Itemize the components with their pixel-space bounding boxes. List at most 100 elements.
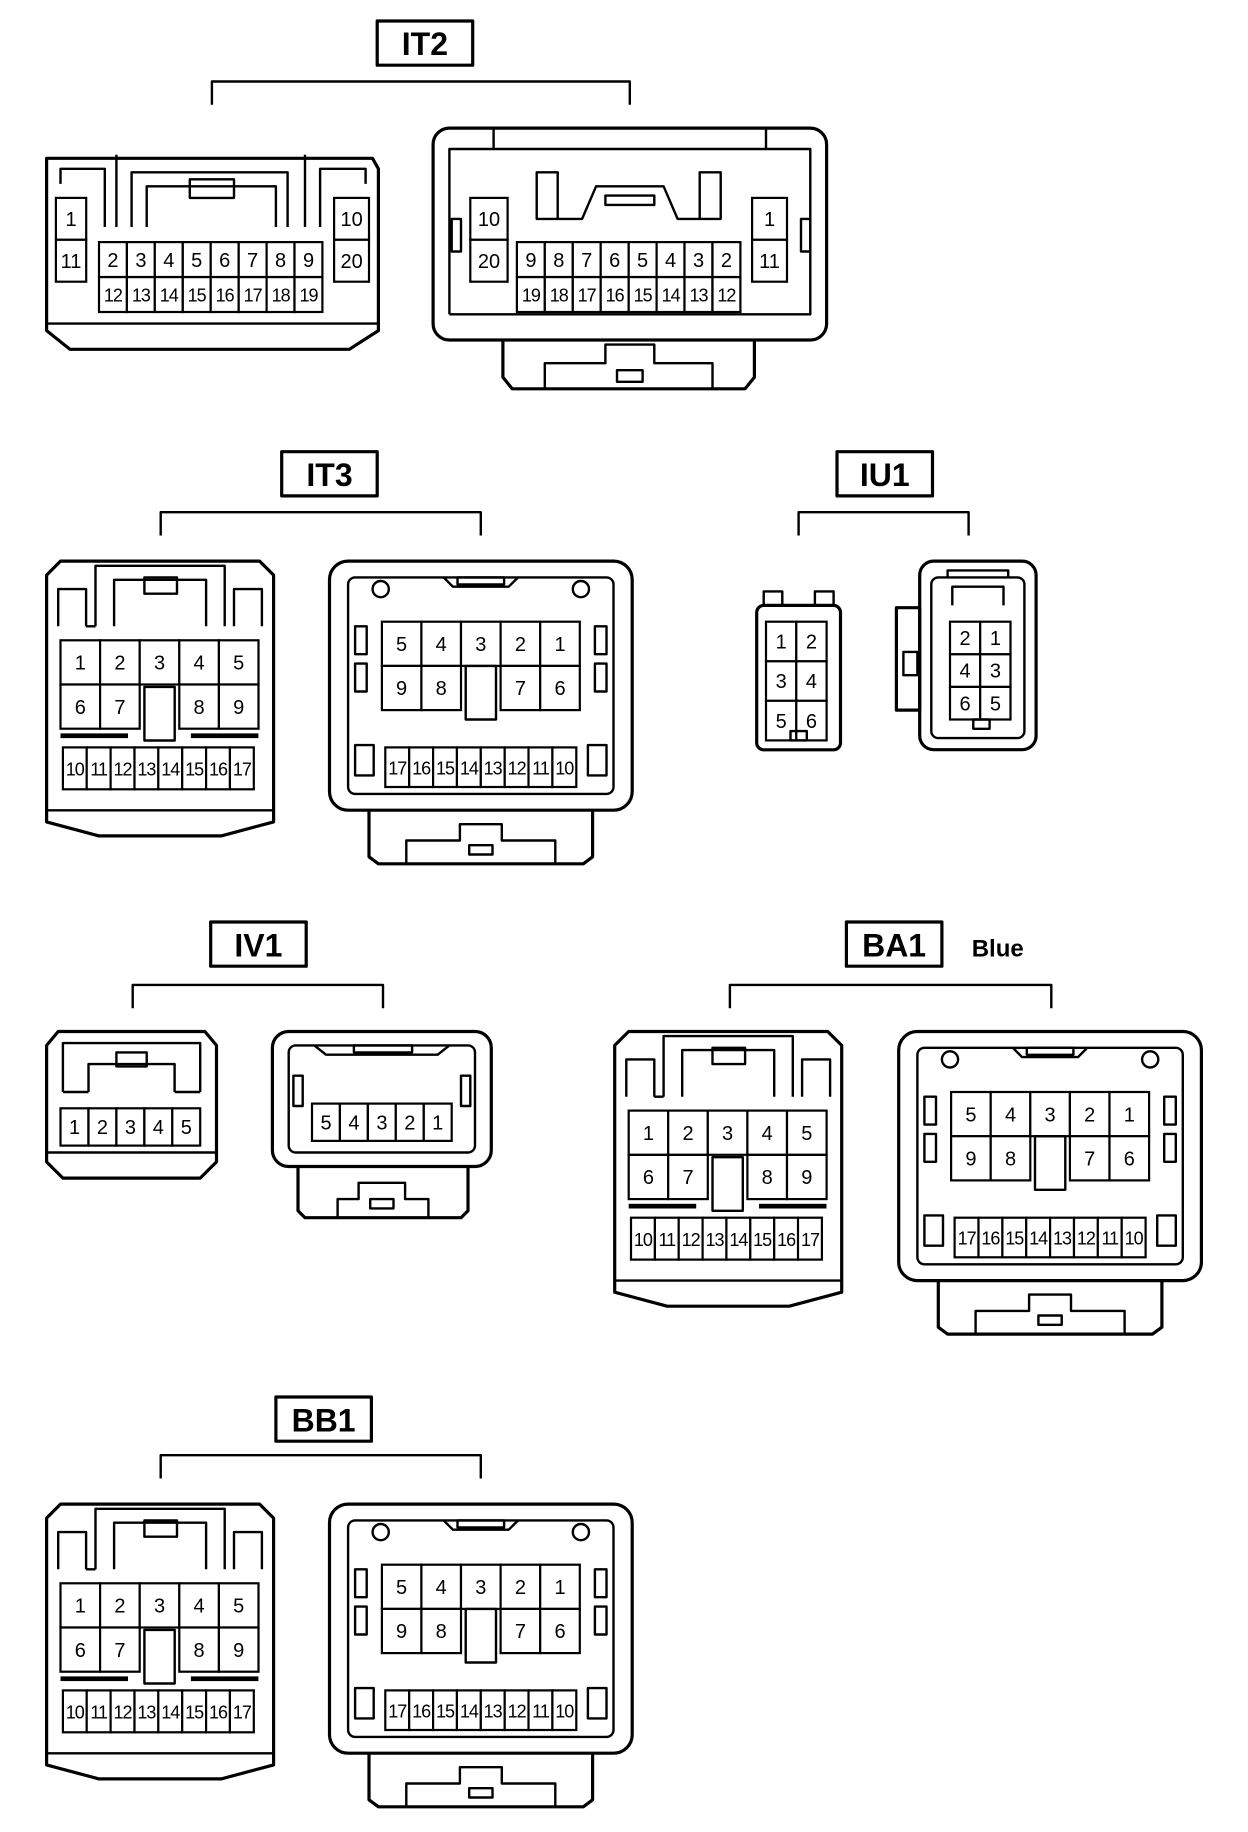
pin-number: 4 xyxy=(436,634,447,656)
connector-housing xyxy=(327,559,634,812)
pin-cavity xyxy=(1108,1090,1151,1138)
key-rib xyxy=(923,1214,945,1247)
pin-number: 9 xyxy=(303,250,314,272)
lock-tab xyxy=(143,1519,179,1538)
pin-number: 13 xyxy=(137,1703,156,1723)
pin-number: 15 xyxy=(753,1230,772,1250)
pin-cavity xyxy=(420,1607,463,1655)
pin-number: 3 xyxy=(693,250,704,272)
pin-number: 3 xyxy=(135,250,146,272)
housing-rib xyxy=(800,1058,832,1097)
connector-housing xyxy=(327,1502,634,1755)
pin-number: 8 xyxy=(553,250,564,272)
guide-slot xyxy=(698,171,722,221)
pin-number: 19 xyxy=(522,286,541,306)
key-rib xyxy=(1155,1214,1177,1247)
polarizing-key xyxy=(711,1155,744,1212)
pin-number: 16 xyxy=(216,286,235,306)
housing-rib xyxy=(625,1058,656,1097)
pin-number: 14 xyxy=(1029,1229,1048,1249)
pin-cavity xyxy=(228,1689,255,1734)
polarizing-key xyxy=(143,1628,176,1685)
housing-inner-wall xyxy=(930,576,1026,740)
locking-arm xyxy=(94,1507,226,1570)
key-rib xyxy=(353,1568,368,1599)
pin-cavity xyxy=(293,276,324,314)
pin-cavity xyxy=(469,238,509,283)
pin-number: 3 xyxy=(722,1123,733,1145)
pin-number: 10 xyxy=(478,209,500,231)
pin-cavity xyxy=(181,241,212,279)
lock-tab xyxy=(456,1519,506,1529)
pin-cavity xyxy=(551,1689,578,1732)
pin-number: 7 xyxy=(1084,1149,1095,1171)
connector-pair-bracket xyxy=(131,983,385,1009)
lock-tab xyxy=(789,729,808,742)
pin-number: 2 xyxy=(114,1596,125,1618)
pin-number: 1 xyxy=(764,209,775,231)
key-rib xyxy=(1162,1132,1177,1164)
pin-number: 13 xyxy=(137,760,156,780)
lock-tab xyxy=(352,1044,414,1054)
pin-cavity xyxy=(785,1153,828,1201)
pin-number: 15 xyxy=(634,286,653,306)
pin-cavity xyxy=(54,196,88,241)
connector-pair-bracket xyxy=(728,983,1053,1009)
key-rib xyxy=(450,217,463,253)
pin-number: 9 xyxy=(233,1640,244,1662)
pin-cavity xyxy=(422,1102,453,1142)
pin-cavity xyxy=(1108,1135,1151,1182)
connector-housing xyxy=(44,559,276,838)
separator-bar xyxy=(759,1203,827,1209)
pin-number: 7 xyxy=(247,250,258,272)
pin-cavity xyxy=(459,1563,502,1610)
pin-cavity xyxy=(97,276,128,314)
pin-number: 2 xyxy=(97,1117,108,1139)
pin-number: 1 xyxy=(69,1117,80,1139)
pin-number: 14 xyxy=(460,758,479,778)
connector-label-box xyxy=(844,920,944,968)
key-rib xyxy=(593,625,608,656)
pin-number: 17 xyxy=(233,1703,252,1723)
pin-cavity xyxy=(171,1107,202,1147)
pin-number: 1 xyxy=(554,634,565,656)
pin-number: 7 xyxy=(682,1167,693,1189)
pin-cavity xyxy=(420,664,463,712)
pin-cavity xyxy=(571,276,602,314)
pin-number: 5 xyxy=(191,250,202,272)
pin-number: 9 xyxy=(525,250,536,272)
pin-cavity xyxy=(499,1563,542,1610)
lock-ramp xyxy=(313,1044,451,1056)
housing-rib xyxy=(946,569,1010,578)
polarizing-key xyxy=(143,685,176,742)
pin-number: 15 xyxy=(188,286,207,306)
pin-cavity xyxy=(209,276,240,314)
pin-cavity xyxy=(785,1109,828,1156)
pin-number: 14 xyxy=(160,286,179,306)
latch-tab xyxy=(1037,1314,1063,1327)
pin-cavity xyxy=(178,639,221,686)
connector-housing xyxy=(44,1502,276,1781)
pin-number: 16 xyxy=(606,286,625,306)
pin-number: 17 xyxy=(578,286,597,306)
pin-number: 6 xyxy=(75,1640,86,1662)
key-rib xyxy=(292,1074,304,1108)
lock-tab xyxy=(143,576,179,595)
housing-rib xyxy=(59,167,107,227)
pin-number: 5 xyxy=(233,653,244,675)
pin-number: 17 xyxy=(244,286,263,306)
separator-bar xyxy=(628,1203,697,1209)
pin-number: 5 xyxy=(801,1123,812,1145)
pin-number: 11 xyxy=(658,1230,676,1250)
pin-cavity xyxy=(539,664,581,712)
pin-number: 14 xyxy=(161,1703,180,1723)
pin-cavity xyxy=(539,620,581,668)
lock-tab xyxy=(1025,1046,1075,1057)
separator-bar xyxy=(190,733,259,739)
pin-cavity xyxy=(217,1626,260,1673)
key-rib xyxy=(586,743,608,777)
pin-number: 2 xyxy=(515,1577,526,1599)
pin-number: 1 xyxy=(776,632,787,654)
housing-rib xyxy=(232,587,264,627)
